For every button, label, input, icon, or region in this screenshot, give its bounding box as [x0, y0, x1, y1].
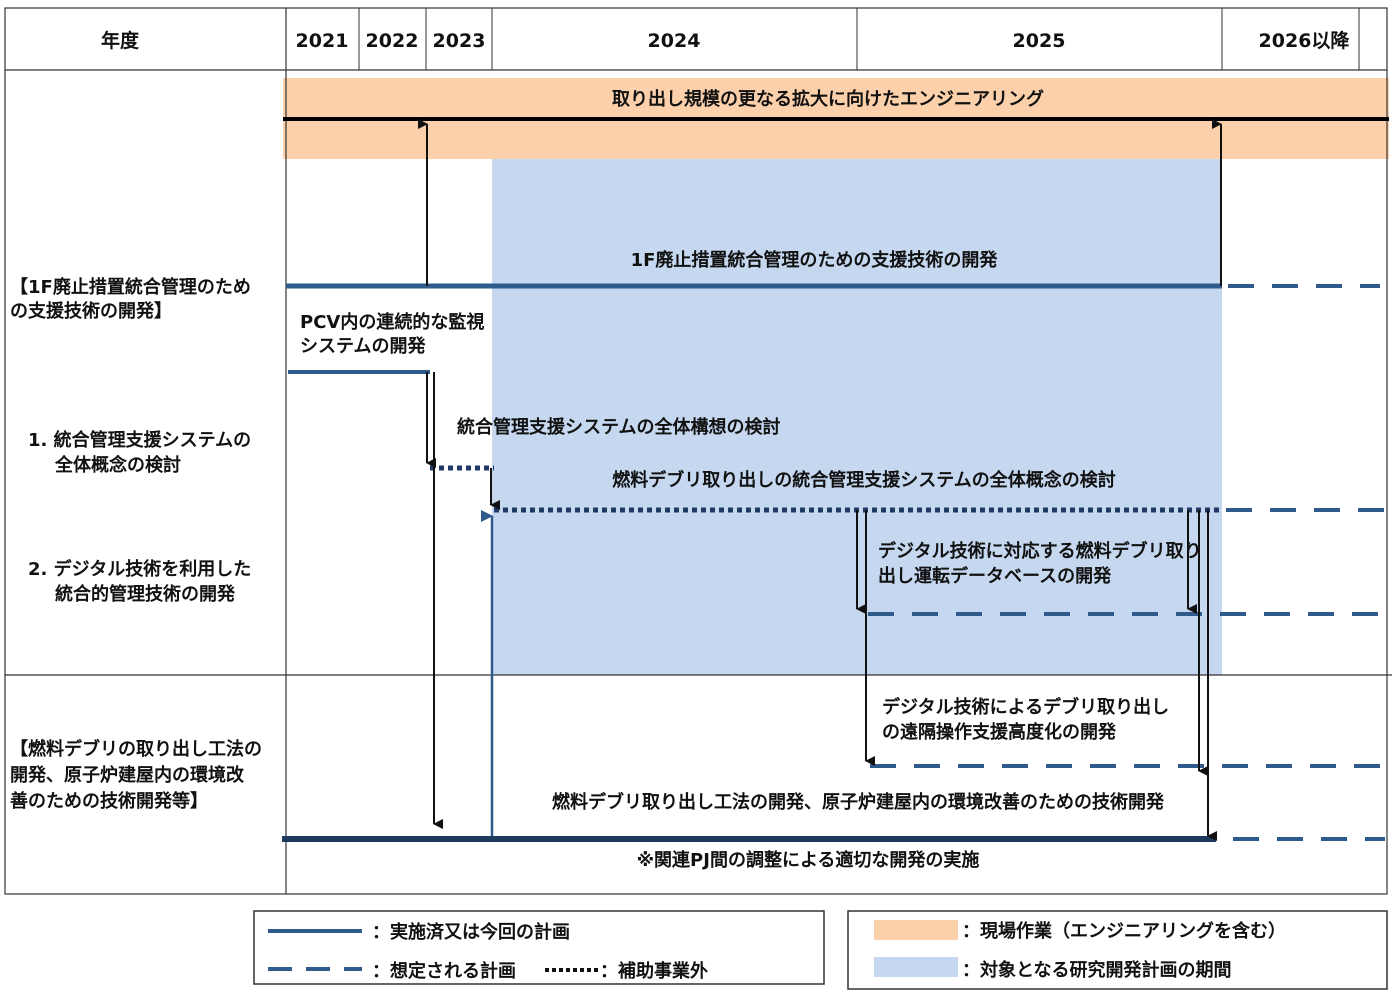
year-2025: 2025 [1013, 30, 1066, 52]
support-tech-label: 1F廃止措置統合管理のための支援技術の開発 [631, 249, 999, 271]
legend-blue-label: ：対象となる研究開発計画の期間 [962, 959, 1231, 981]
dependency-arrows [418, 119, 1222, 841]
overall-concept-debris-label: 燃料デブリ取り出しの統合管理支援システムの全体概念の検討 [612, 469, 1115, 491]
database-label-line2: 出し運転データベースの開発 [878, 565, 1112, 587]
overall-concept-study-label: 統合管理支援システムの全体構想の検討 [457, 416, 780, 438]
legend-dotted-label: ：補助事業外 [600, 960, 708, 982]
pcv-monitor-label-line2: システムの開発 [300, 335, 426, 357]
year-2021: 2021 [296, 30, 349, 52]
remote-operation-label-line1: デジタル技術によるデブリ取り出し [882, 696, 1169, 718]
legend-colors: ：現場作業（エンジニアリングを含む） ：対象となる研究開発計画の期間 [847, 910, 1388, 990]
year-2024: 2024 [648, 30, 701, 52]
year-2022: 2022 [366, 30, 419, 52]
database-label-line1: デジタル技術に対応する燃料デブリ取り [878, 540, 1202, 562]
year-2023: 2023 [433, 30, 486, 52]
item1-label-line1: 1. 統合管理支援システムの [28, 429, 251, 451]
item1-label-line2: 全体概念の検討 [54, 454, 181, 476]
legend-line-types: ：実施済又は今回の計画 ：想定される計画 ：補助事業外 [253, 910, 825, 985]
legend-blue-swatch [874, 957, 958, 977]
section2-label-line3: 善のための技術開発等】 [10, 790, 208, 812]
year-2026-later: 2026以降 [1259, 29, 1351, 52]
section2-label-line1: 【燃料デブリの取り出し工法の [10, 738, 262, 760]
legend-solid-label: ：実施済又は今回の計画 [372, 921, 570, 943]
pcv-monitor-label-line1: PCV内の連続的な監視 [300, 311, 484, 333]
item2-label-line1: 2. デジタル技術を利用した [28, 558, 251, 580]
header-label: 年度 [101, 29, 140, 52]
legend-orange-label: ：現場作業（エンジニアリングを含む） [962, 920, 1286, 942]
item2-label-line2: 統合的管理技術の開発 [55, 583, 236, 605]
section1-label-line2: の支援技術の開発】 [10, 300, 172, 322]
section2-label-line2: 開発、原子炉建屋内の環境改 [10, 764, 245, 786]
remote-operation-label-line2: の遠隔操作支援高度化の開発 [882, 721, 1117, 743]
section1-label-line1: 【1F廃止措置統合管理のため [10, 276, 251, 298]
legend-orange-swatch [874, 920, 958, 940]
retrieval-method-label: 燃料デブリ取り出し工法の開発、原子炉建屋内の環境改善のための技術開発 [552, 791, 1165, 813]
legend-dashed-label: ：想定される計画 [372, 960, 516, 982]
table-grid [4, 7, 1392, 895]
engineering-label: 取り出し規模の更なる拡大に向けたエンジニアリング [612, 88, 1044, 110]
coordination-note: ※関連PJ間の調整による適切な開発の実施 [637, 849, 980, 871]
